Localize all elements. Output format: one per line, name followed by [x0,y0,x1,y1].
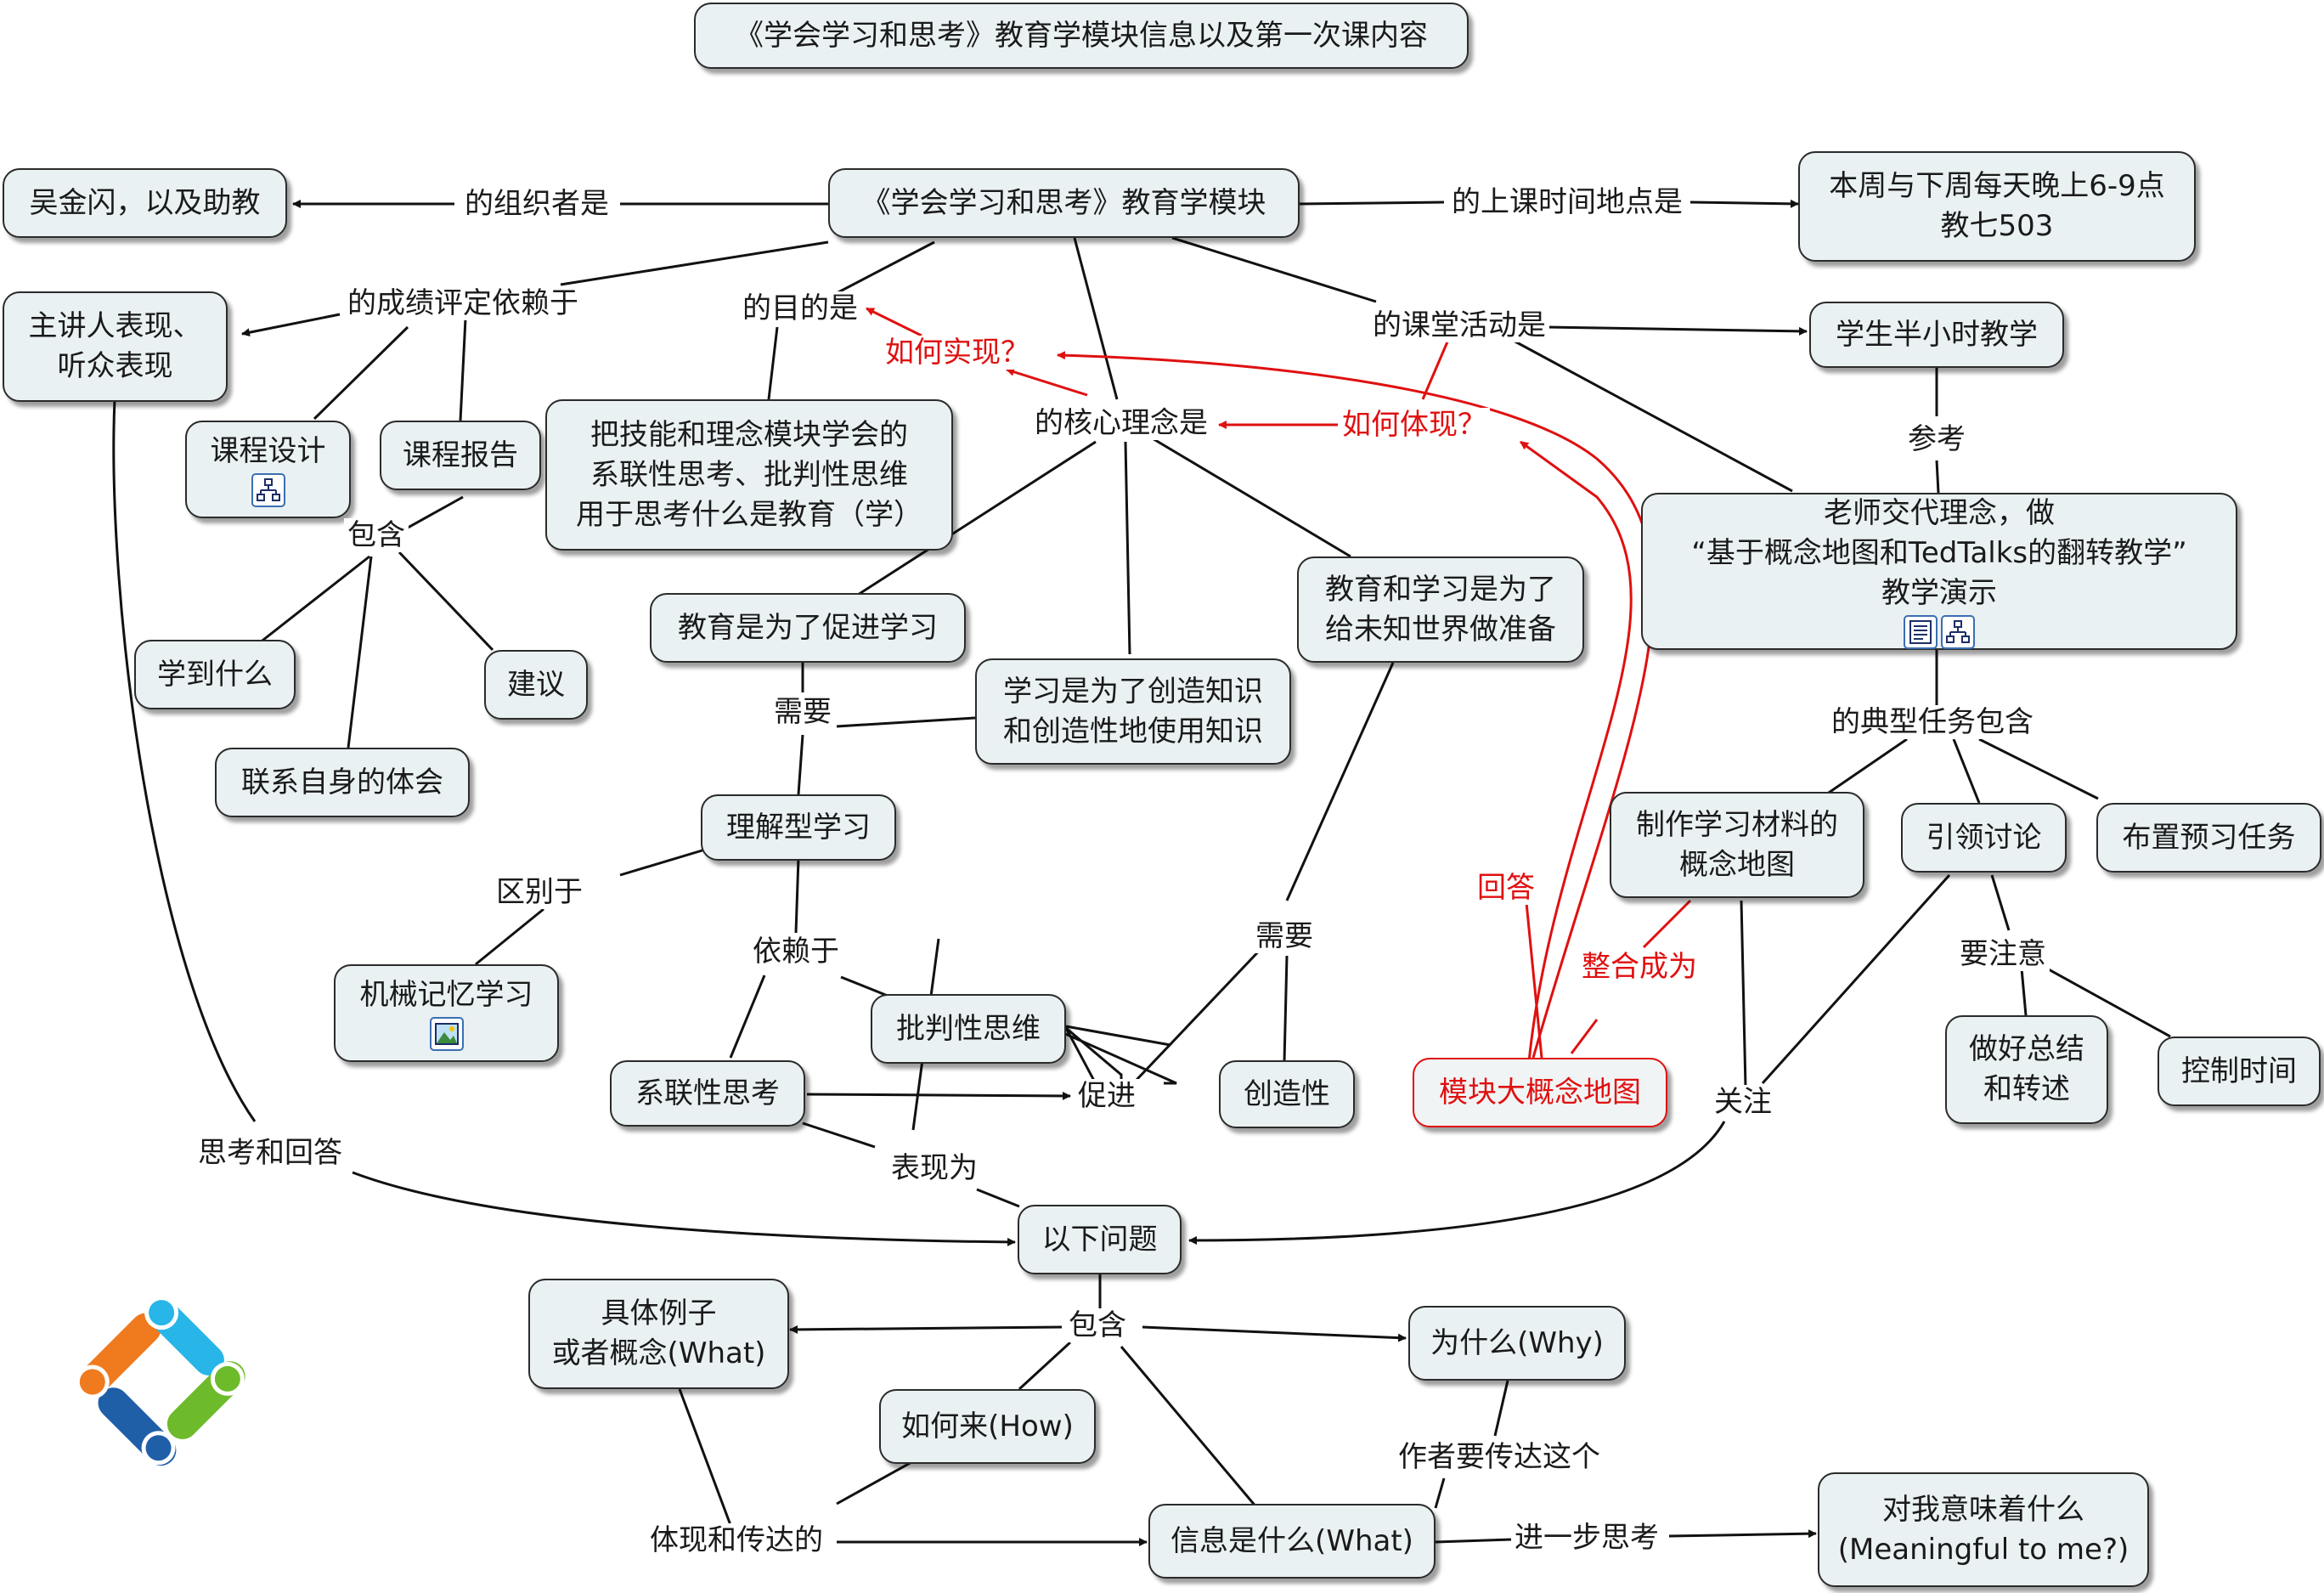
node-creativity[interactable]: 创造性 [1219,1060,1355,1128]
page-title: 《学会学习和思考》教育学模块信息以及第一次课内容 [694,3,1469,69]
node-control-time[interactable]: 控制时间 [2158,1037,2321,1106]
node-learn-create[interactable]: 学习是为了创造知识 和创造性地使用知识 [975,658,1291,765]
node-edu-prepare[interactable]: 教育和学习是为了 给未知世界做准备 [1297,556,1584,663]
link-think-answer: 思考和回答 [195,1136,346,1170]
link-embody: 体现和传达的 [646,1523,826,1557]
node-meaning[interactable]: 对我意味着什么 (Meaningful to me?) [1818,1472,2149,1587]
link-grading: 的成绩评定依赖于 [344,286,582,320]
node-why[interactable]: 为什么(Why) [1408,1306,1626,1381]
node-rote[interactable]: 机械记忆学习 [334,964,559,1062]
node-info-what[interactable]: 信息是什么(What) [1148,1504,1436,1579]
link-answer: 回答 [1474,871,1538,905]
node-summarize[interactable]: 做好总结 和转述 [1945,1015,2108,1124]
node-teacher-demo[interactable]: 老师交代理念，做 “基于概念地图和TedTalks的翻转教学” 教学演示 [1641,493,2237,650]
edge-time-arrow [1689,199,1799,208]
link-time-place: 的上课时间地点是 [1448,185,1686,219]
node-make-map[interactable]: 制作学习材料的 概念地图 [1610,792,1864,898]
node-module-map[interactable]: 模块大概念地图 [1413,1058,1667,1127]
node-how[interactable]: 如何来(How) [879,1389,1096,1464]
link-activity: 的课堂活动是 [1369,308,1549,342]
link-purpose: 的目的是 [739,291,861,325]
link-author: 作者要传达这个 [1395,1440,1604,1474]
cmap-logo-icon [75,1296,245,1466]
link-attention: 要注意 [1956,937,2050,971]
submap-icon[interactable] [1941,615,1975,649]
node-student-teach[interactable]: 学生半小时教学 [1809,302,2064,368]
link-typical: 的典型任务包含 [1828,705,2037,739]
node-purpose[interactable]: 把技能和理念模块学会的 系联性思考、批判性思维 用于思考什么是教育（学） [545,399,953,551]
node-examples[interactable]: 具体例子 或者概念(What) [528,1279,789,1389]
node-learn-what[interactable]: 学到什么 [134,640,296,709]
node-connect-self[interactable]: 联系自身的体会 [215,748,470,817]
node-center[interactable]: 《学会学习和思考》教育学模块 [828,168,1300,238]
image-icon[interactable] [429,1017,464,1051]
submap-icon[interactable] [251,473,285,507]
node-lead-discuss[interactable]: 引领讨论 [1901,803,2067,873]
link-include-reports: 包含 [344,518,409,552]
edge-center-activity [1171,236,1377,303]
node-questions[interactable]: 以下问题 [1018,1205,1182,1274]
node-time-place[interactable]: 本周与下周每天晚上6-9点 教七503 [1798,151,2196,262]
link-how-embody: 如何体现？ [1339,408,1490,442]
link-reference: 参考 [1904,422,1969,456]
edge-center-purpose [836,240,935,295]
edge-center-core [1073,237,1119,400]
node-assign[interactable]: 布置预习任务 [2096,803,2321,873]
link-further: 进一步思考 [1511,1521,1662,1555]
node-suggestion[interactable]: 建议 [484,650,588,720]
node-course-report[interactable]: 课程报告 [380,421,541,490]
link-core: 的核心理念是 [1031,406,1211,440]
link-need-understand: 需要 [770,695,835,729]
link-include-questions: 包含 [1065,1308,1130,1342]
edge-center-time [1299,201,1445,206]
link-organizer: 的组织者是 [461,187,612,221]
link-depend: 依赖于 [749,935,843,969]
node-grading[interactable]: 主讲人表现、 听众表现 [3,291,228,402]
link-focus: 关注 [1711,1085,1775,1119]
link-promote: 促进 [1075,1079,1139,1113]
node-critical[interactable]: 批判性思维 [871,994,1066,1064]
link-express: 表现为 [888,1151,981,1185]
node-edu-promote[interactable]: 教育是为了促进学习 [650,593,966,663]
document-icon[interactable] [1904,615,1938,649]
node-organizer[interactable]: 吴金闪，以及助教 [3,168,287,238]
edge-center-grading [560,240,829,286]
link-differ: 区别于 [493,875,586,909]
node-systemic[interactable]: 系联性思考 [610,1060,805,1127]
link-need-creativity: 需要 [1252,919,1317,953]
node-course-design[interactable]: 课程设计 [185,421,351,518]
node-understand[interactable]: 理解型学习 [701,794,896,861]
link-how-realize: 如何实现？ [882,336,1033,370]
link-integrate: 整合成为 [1578,950,1701,984]
